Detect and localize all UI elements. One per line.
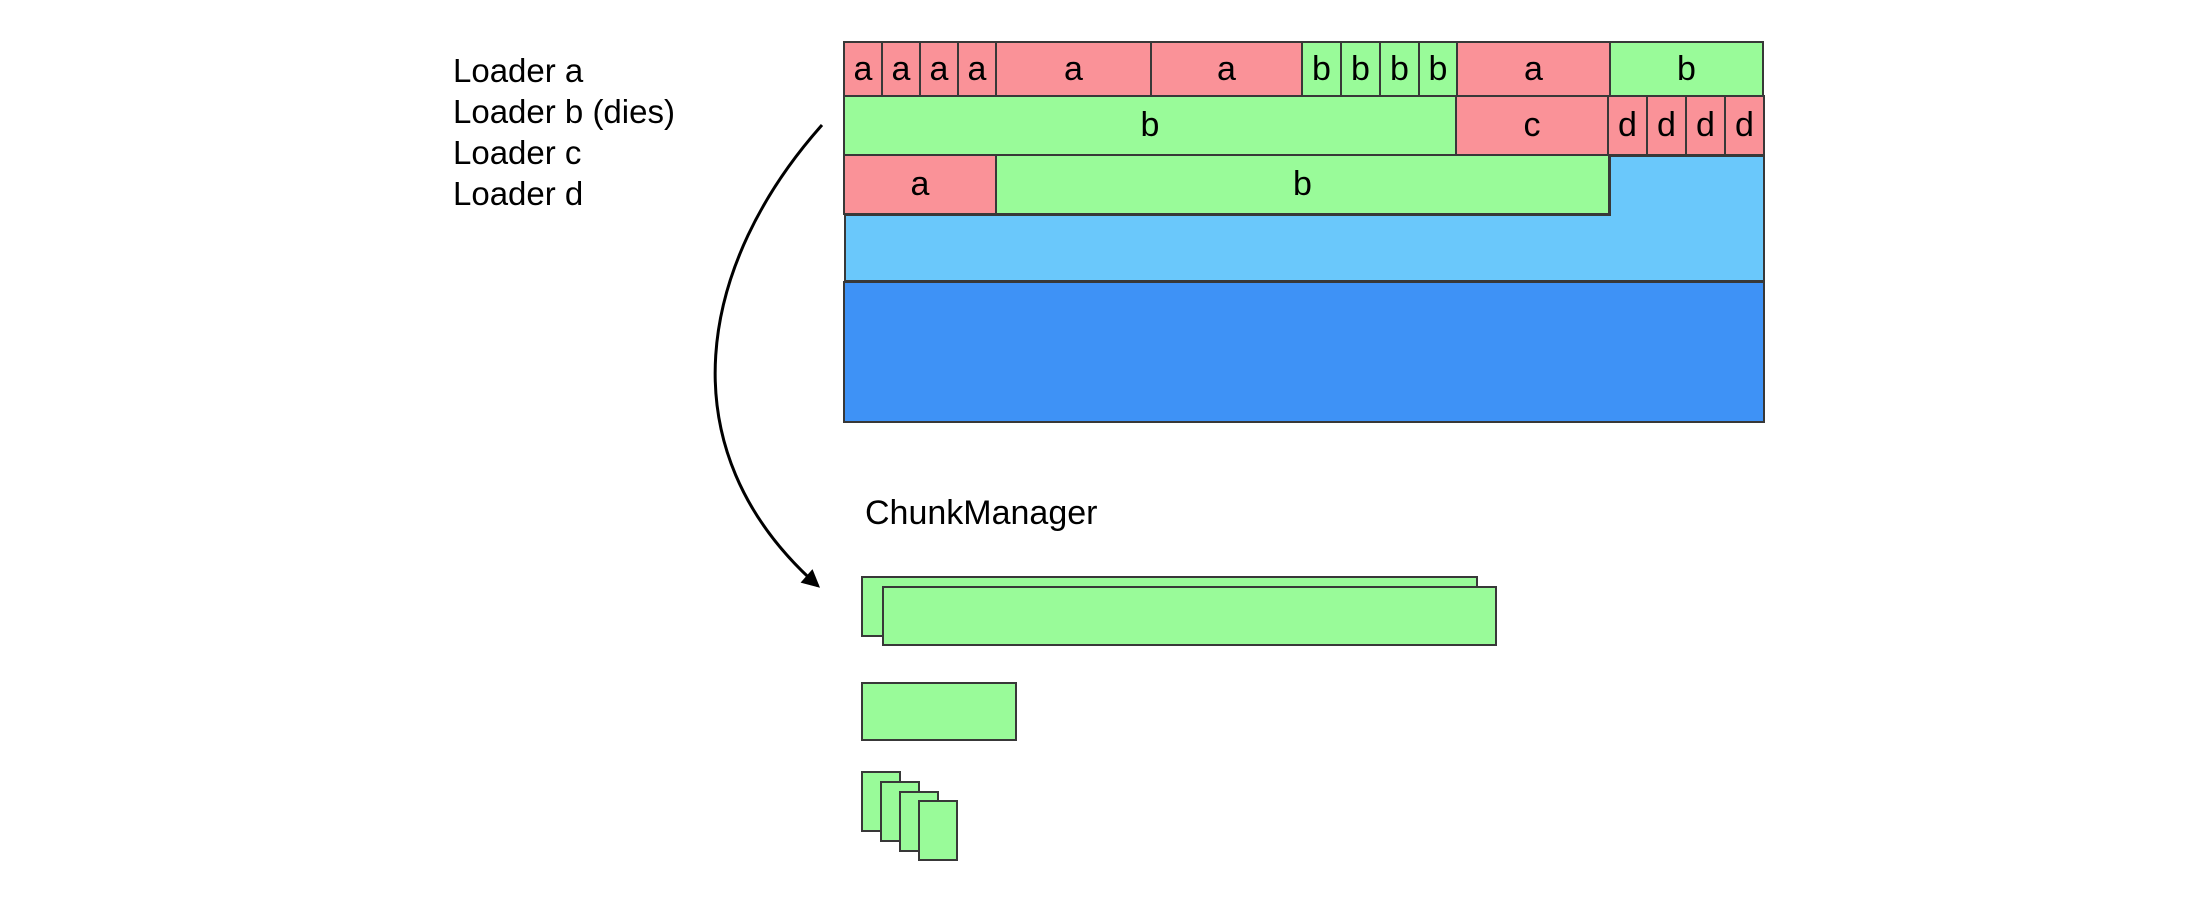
memory-cell-d: d <box>1646 95 1687 156</box>
memory-cell-a: a <box>843 41 883 97</box>
memory-cell-a: a <box>995 41 1152 97</box>
loader-d-label: Loader d <box>453 175 584 212</box>
curved-arrow-icon <box>713 124 824 588</box>
memory-cell-a: a <box>881 41 921 97</box>
loader-b-label: Loader b (dies) <box>453 93 675 130</box>
chunk-medium-box <box>861 682 1017 741</box>
memory-cell-b: b <box>1418 41 1458 97</box>
loader-legend: Loader a Loader b (dies) Loader c Loader… <box>453 50 675 214</box>
memory-cell-d: d <box>1724 95 1765 156</box>
chunk-long-bar <box>882 586 1497 646</box>
memory-cell-b: b <box>1301 41 1342 97</box>
memory-cell-b: b <box>995 154 1610 215</box>
memory-cell-c: c <box>1455 95 1609 156</box>
memory-cell-b: b <box>1609 41 1764 97</box>
memory-cell-a: a <box>919 41 959 97</box>
memory-cell-b: b <box>1379 41 1420 97</box>
memory-cell-a: a <box>1150 41 1303 97</box>
memory-cell-a: a <box>843 154 997 215</box>
free-memory-region <box>843 281 1765 423</box>
loader-a-label: Loader a <box>453 52 584 89</box>
memory-cell-d: d <box>1685 95 1726 156</box>
memory-cell-a: a <box>957 41 997 97</box>
memory-cell-a: a <box>1456 41 1611 97</box>
memory-cell-d: d <box>1607 95 1648 156</box>
memory-cell-b: b <box>1340 41 1381 97</box>
memory-cell-b: b <box>843 95 1457 156</box>
chunk-manager-title: ChunkManager <box>865 494 1098 532</box>
chunk-small-box <box>918 800 958 861</box>
loader-c-label: Loader c <box>453 134 582 171</box>
